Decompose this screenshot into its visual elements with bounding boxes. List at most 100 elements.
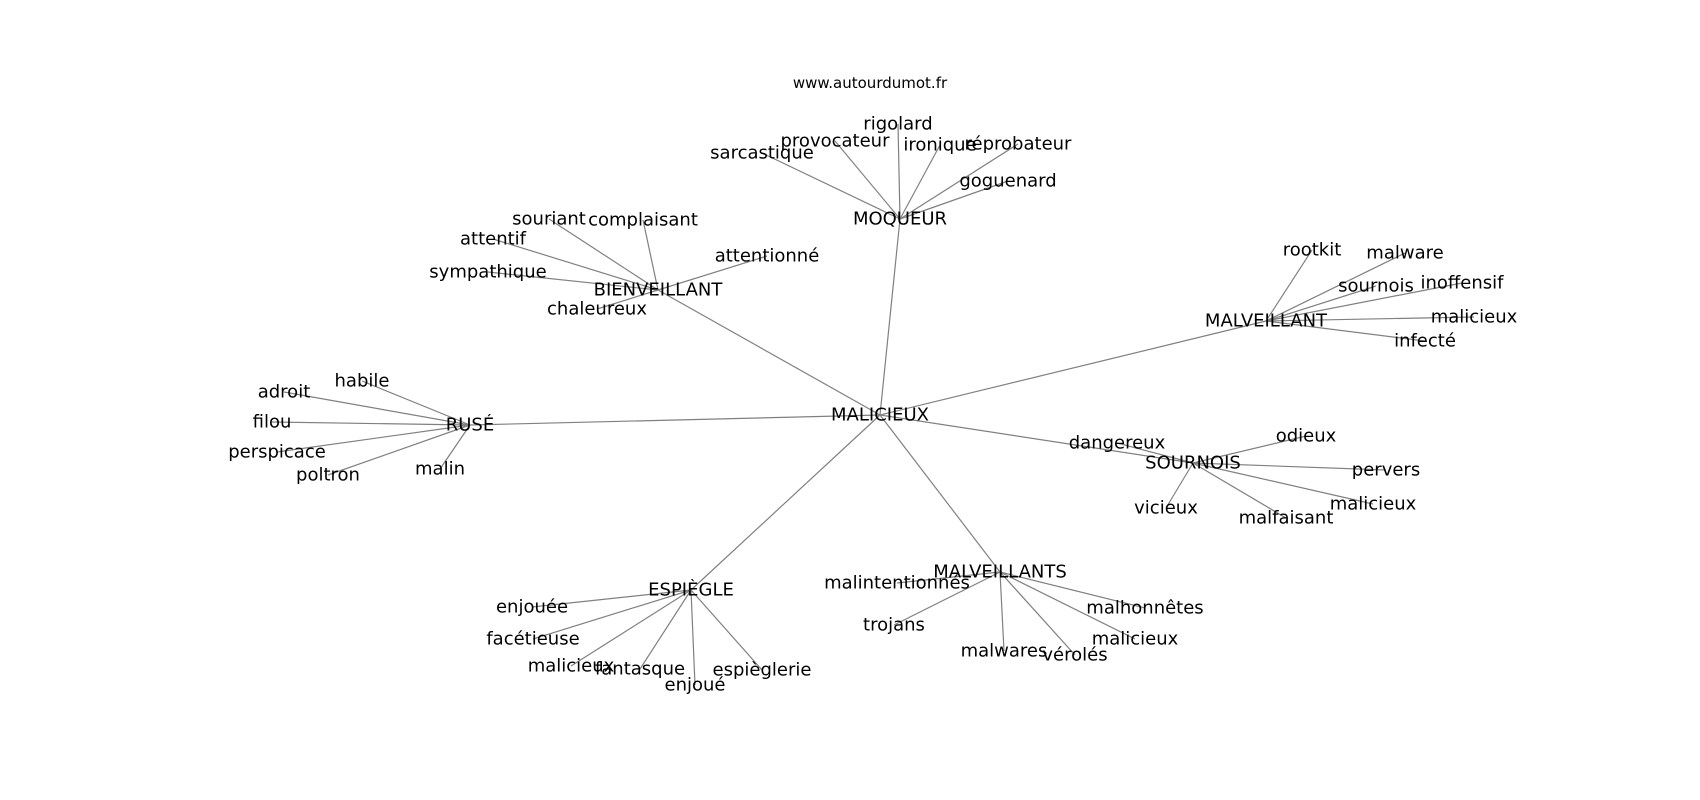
leaf-label-moqueur-4: réprobateur xyxy=(965,134,1073,155)
edge-sournois-1 xyxy=(1192,435,1307,464)
edge-malveillants-0 xyxy=(896,571,1001,584)
leaf-label-ruse-4: poltron xyxy=(296,465,360,486)
edge-bienveillant-4 xyxy=(657,255,768,291)
edge-center-malveillants xyxy=(879,414,1001,573)
edge-malveillants-2 xyxy=(999,571,1005,652)
edge-espiegle-1 xyxy=(532,589,692,640)
edge-malveillant-0 xyxy=(1265,249,1313,322)
leaf-label-bienveillant-4: attentionné xyxy=(715,246,820,267)
leaf-label-malveillants-4: malicieux xyxy=(1092,629,1179,650)
edge-sournois-0 xyxy=(1116,442,1194,464)
leaf-label-ruse-1: adroit xyxy=(258,382,311,403)
edge-malveillant-2 xyxy=(1265,285,1377,322)
leaf-label-bienveillant-0: souriant xyxy=(512,209,586,230)
hub-label-malveillant: MALVEILLANT xyxy=(1205,311,1328,332)
edge-moqueur-3 xyxy=(899,144,941,220)
leaf-label-sournois-1: odieux xyxy=(1276,426,1337,447)
edge-malveillant-5 xyxy=(1265,320,1426,342)
leaf-label-moqueur-1: provocateur xyxy=(781,131,891,152)
edge-bienveillant-5 xyxy=(596,289,659,310)
edge-bienveillant-1 xyxy=(642,219,659,291)
edge-center-malveillant xyxy=(879,320,1267,416)
hub-label-malveillants: MALVEILLANTS xyxy=(933,562,1067,583)
edge-bienveillant-2 xyxy=(492,238,659,291)
leaf-label-ruse-3: perspicace xyxy=(228,442,326,463)
leaf-label-malveillant-4: malicieux xyxy=(1431,307,1518,328)
leaf-label-malveillant-2: sournois xyxy=(1338,276,1414,297)
edge-layer xyxy=(271,123,1475,686)
leaf-label-ruse-5: malin xyxy=(415,459,465,480)
leaf-label-espiegle-0: enjouée xyxy=(496,597,568,618)
source-credit: www.autourdumot.fr xyxy=(793,74,948,92)
edge-center-ruse xyxy=(469,414,881,426)
leaf-label-sournois-4: malfaisant xyxy=(1239,508,1334,529)
edge-sournois-4 xyxy=(1192,462,1287,519)
leaf-label-moqueur-3: ironique xyxy=(903,135,976,156)
hub-label-espiegle: ESPIÈGLE xyxy=(648,579,734,601)
edge-malveillants-4 xyxy=(999,571,1136,640)
edge-espiegle-5 xyxy=(690,589,763,671)
edge-espiegle-0 xyxy=(531,589,692,608)
leaf-label-malveillant-5: infecté xyxy=(1394,331,1456,352)
leaf-label-moqueur-5: goguenard xyxy=(959,171,1056,192)
leaf-label-espiegle-5: espièglerie xyxy=(713,660,812,681)
edge-malveillant-4 xyxy=(1265,316,1475,322)
edge-malveillants-5 xyxy=(999,571,1146,609)
leaf-label-malveillant-1: malware xyxy=(1366,243,1443,264)
edge-moqueur-1 xyxy=(834,140,901,220)
edge-ruse-5 xyxy=(439,424,471,470)
leaf-label-sournois-2: pervers xyxy=(1352,460,1420,481)
leaf-label-bienveillant-1: complaisant xyxy=(588,210,698,231)
leaf-label-ruse-2: filou xyxy=(253,412,292,433)
leaf-label-espiegle-3: fantasque xyxy=(595,659,685,680)
edge-espiegle-2 xyxy=(570,589,692,667)
edge-center-bienveillant xyxy=(657,289,881,416)
edge-malveillants-3 xyxy=(999,571,1076,656)
edge-espiegle-4 xyxy=(690,589,696,686)
leaf-label-malveillants-1: trojans xyxy=(863,615,925,636)
edge-sournois-5 xyxy=(1192,462,1374,505)
leaf-label-malveillant-3: inoffensif xyxy=(1420,273,1504,294)
label-layer: sarcastiqueprovocateurrigolardironiqueré… xyxy=(228,114,1517,696)
edge-ruse-2 xyxy=(271,421,471,426)
edge-moqueur-2 xyxy=(897,123,901,220)
edge-moqueur-0 xyxy=(761,152,901,220)
leaf-label-moqueur-2: rigolard xyxy=(863,114,932,135)
edge-bienveillant-3 xyxy=(487,271,659,291)
edge-ruse-4 xyxy=(327,424,471,476)
leaf-label-bienveillant-3: sympathique xyxy=(429,262,546,283)
leaf-label-malveillant-0: rootkit xyxy=(1283,240,1342,261)
leaf-label-malveillants-5: malhonnêtes xyxy=(1086,598,1203,619)
leaf-label-espiegle-4: enjoué xyxy=(665,675,726,696)
edge-ruse-0 xyxy=(361,380,471,426)
edge-malveillants-1 xyxy=(893,571,1001,626)
edge-ruse-3 xyxy=(276,424,471,453)
leaf-label-sournois-5: malicieux xyxy=(1330,494,1417,515)
edge-center-sournois xyxy=(879,414,1194,464)
leaf-label-malveillants-2: malwares xyxy=(961,641,1048,662)
leaf-label-ruse-0: habile xyxy=(335,371,390,392)
leaf-label-malveillants-0: malintentionnés xyxy=(824,573,970,594)
edge-sournois-3 xyxy=(1165,462,1194,509)
edge-malveillant-3 xyxy=(1265,282,1463,322)
edge-moqueur-4 xyxy=(899,143,1019,220)
edge-ruse-1 xyxy=(283,391,471,426)
edge-malveillant-1 xyxy=(1265,252,1406,322)
hub-label-bienveillant: BIENVEILLANT xyxy=(594,280,724,301)
leaf-label-sournois-0: dangereux xyxy=(1069,433,1166,454)
center-label: MALICIEUX xyxy=(831,405,929,426)
hub-label-ruse: RUSÉ xyxy=(446,414,494,436)
edge-espiegle-3 xyxy=(639,589,692,670)
edge-bienveillant-0 xyxy=(548,218,659,291)
leaf-label-malveillants-3: vérolés xyxy=(1042,645,1107,666)
edge-center-moqueur xyxy=(879,218,901,416)
edge-moqueur-5 xyxy=(899,180,1009,220)
leaf-label-moqueur-0: sarcastique xyxy=(710,143,814,164)
leaf-label-bienveillant-5: chaleureux xyxy=(547,299,647,320)
leaf-label-bienveillant-2: attentif xyxy=(460,229,527,250)
hub-label-sournois: SOURNOIS xyxy=(1145,453,1241,474)
leaf-label-sournois-3: vicieux xyxy=(1134,498,1198,519)
leaf-label-espiegle-1: facétieuse xyxy=(486,629,579,650)
leaf-label-espiegle-2: malicieux xyxy=(528,656,615,677)
